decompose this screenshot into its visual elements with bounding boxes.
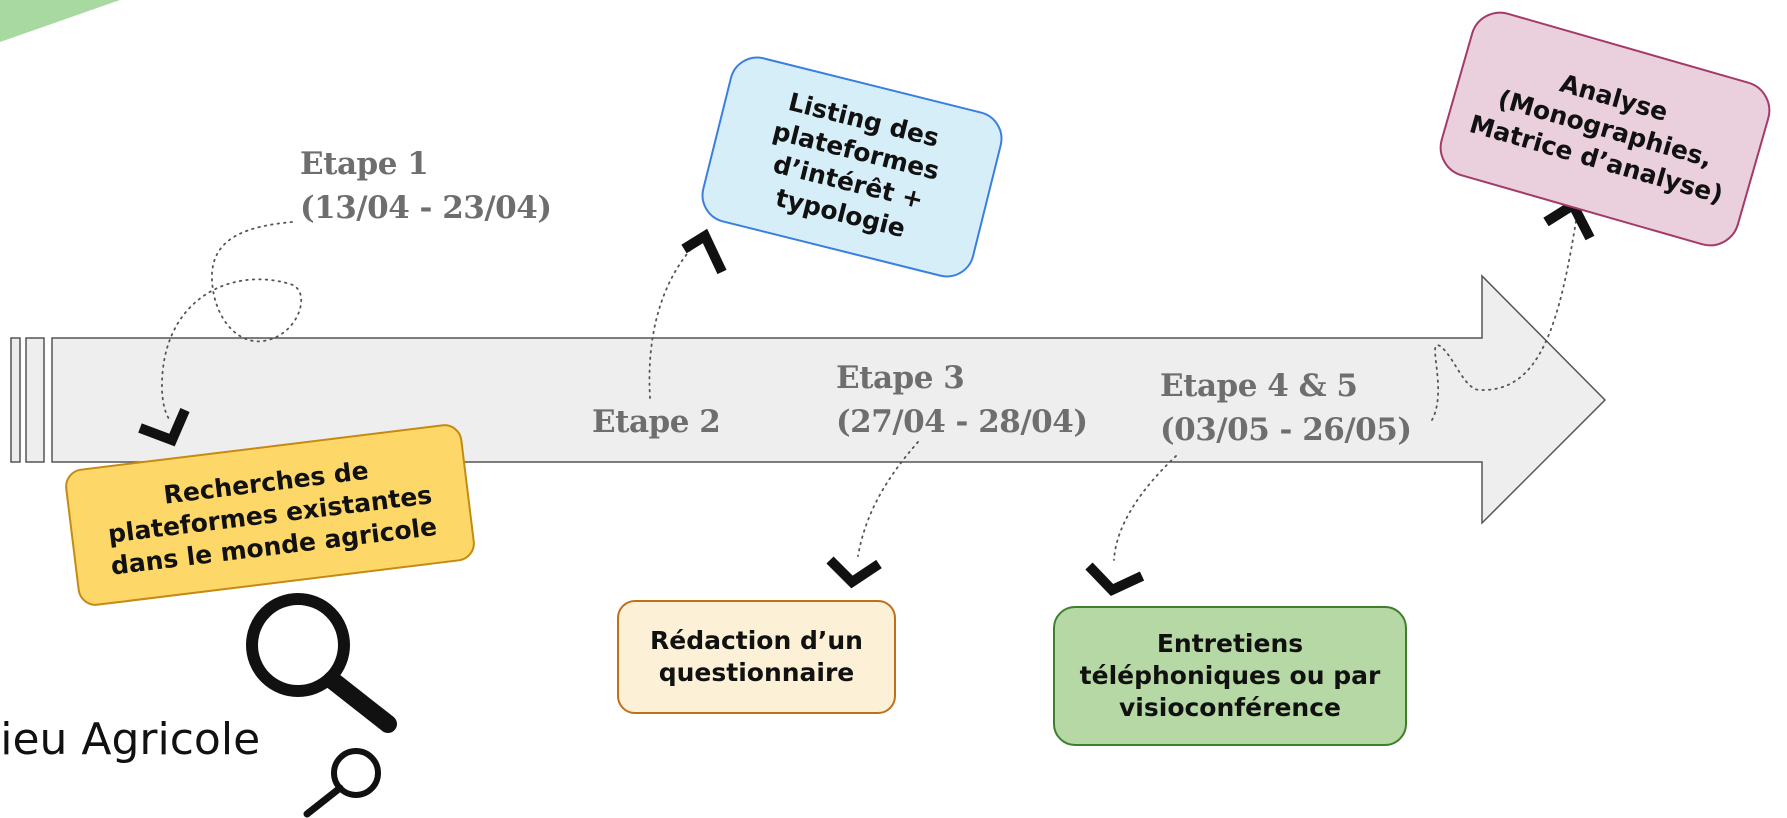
chevron-icon — [138, 408, 190, 447]
stage-3-title: Etape 3 — [836, 360, 965, 396]
stage-1-dates: (13/04 - 23/04) — [300, 190, 552, 226]
stage-4-5-title: Etape 4 & 5 — [1160, 368, 1358, 404]
arrow-tail-bar — [25, 337, 45, 463]
stage-3-dates: (27/04 - 28/04) — [836, 404, 1088, 440]
connector-stage2 — [648, 247, 693, 399]
connector-stage45 — [1113, 455, 1177, 561]
questionnaire-box-label: Rédaction d’un questionnaire — [650, 626, 863, 687]
magnifier-icon — [246, 593, 397, 733]
magnifier-icon — [303, 748, 381, 818]
connector-stage1 — [161, 221, 302, 421]
stage-1-title: Etape 1 — [300, 146, 429, 182]
connector-stage3 — [857, 441, 919, 557]
interviews-box: Entretiens téléphoniques ou par visiocon… — [1053, 606, 1407, 746]
analysis-box-label: Analyse (Monographies, Matrice d’analyse… — [1466, 68, 1727, 210]
chevron-icon — [826, 556, 882, 589]
listing-box-label: Listing des plateformes d’intérêt + typo… — [769, 87, 943, 244]
arrow-tail-bar — [10, 337, 21, 463]
research-box-label: Recherches de plateformes existantes dan… — [106, 455, 439, 581]
connector-stage-analysis — [1431, 207, 1579, 421]
stage-2-title: Etape 2 — [592, 404, 721, 440]
stage-4-5-dates: (03/05 - 26/05) — [1160, 412, 1412, 448]
questionnaire-box: Rédaction d’un questionnaire — [617, 600, 896, 714]
chevron-icon — [1085, 562, 1145, 597]
chevron-icon — [681, 228, 727, 275]
corner-accent — [0, 0, 120, 42]
footer-title: lieu Agricole — [0, 714, 261, 765]
interviews-box-label: Entretiens téléphoniques ou par visiocon… — [1079, 629, 1381, 722]
